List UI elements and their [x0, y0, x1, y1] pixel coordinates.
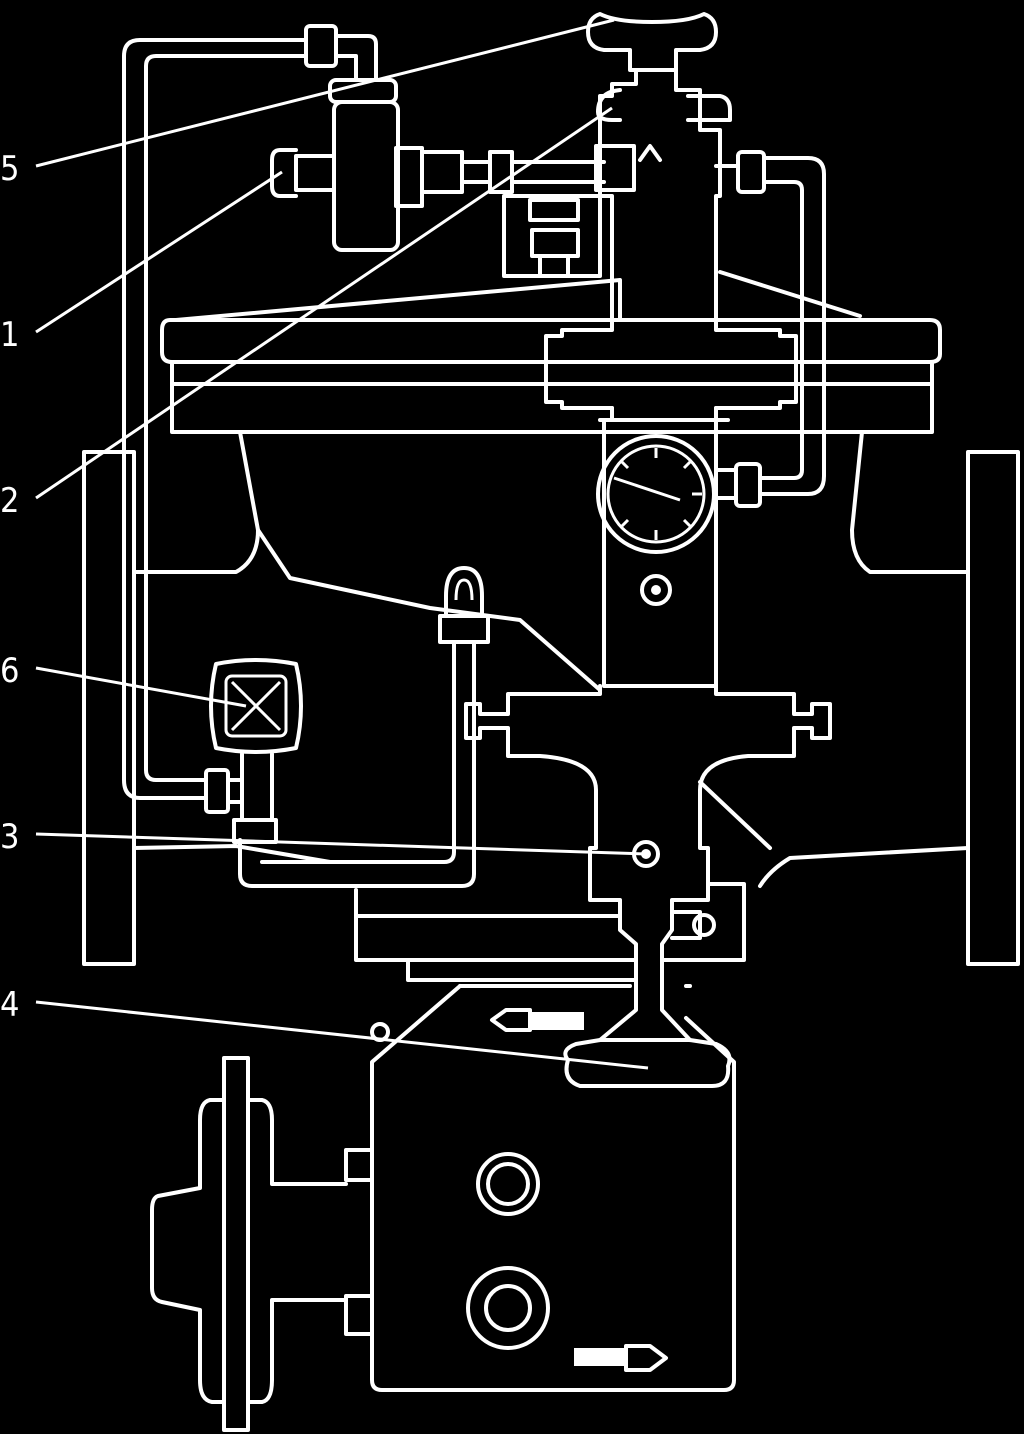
isolation-valve-handle	[209, 658, 303, 754]
callout-label-3: 3	[0, 817, 19, 857]
pilot-handwheel	[586, 12, 718, 72]
callout-label-4: 4	[0, 985, 19, 1025]
main-valve-cover	[160, 270, 942, 434]
callout-label-1: 1	[0, 315, 19, 355]
cover-cross-fitting	[544, 318, 798, 422]
side-flange-fitting	[150, 1056, 348, 1432]
pilot-stem	[594, 68, 732, 322]
callout-labels: 5 1 2 6 3 4	[0, 149, 19, 1025]
pilot-tubing-left	[122, 24, 378, 800]
main-valve-body	[132, 430, 970, 888]
right-outlet-flange	[966, 450, 1020, 966]
sensing-u-tube	[238, 566, 490, 888]
callout-label-6: 6	[0, 651, 19, 691]
leader-lines	[35, 18, 649, 1070]
pilot-fitting-stack	[502, 194, 602, 278]
leader-6	[35, 666, 247, 708]
callout-label-5: 5	[0, 149, 19, 189]
leader-2	[35, 106, 613, 500]
flow-arrow-lower	[574, 1344, 668, 1372]
leader-1	[35, 170, 283, 334]
flow-arrow-upper	[490, 1008, 584, 1032]
callout-label-2: 2	[0, 481, 19, 521]
leader-4	[35, 1000, 649, 1070]
pressure-gauge	[596, 434, 716, 554]
lower-bonnet	[354, 882, 746, 982]
lower-actuator-housing	[344, 984, 736, 1392]
isolation-valve-body	[204, 752, 278, 844]
pilot-tubing-right	[714, 150, 826, 508]
left-inlet-flange	[82, 450, 136, 966]
leader-3	[35, 832, 647, 856]
pilot-strainer	[270, 78, 606, 252]
leader-5	[35, 18, 615, 168]
